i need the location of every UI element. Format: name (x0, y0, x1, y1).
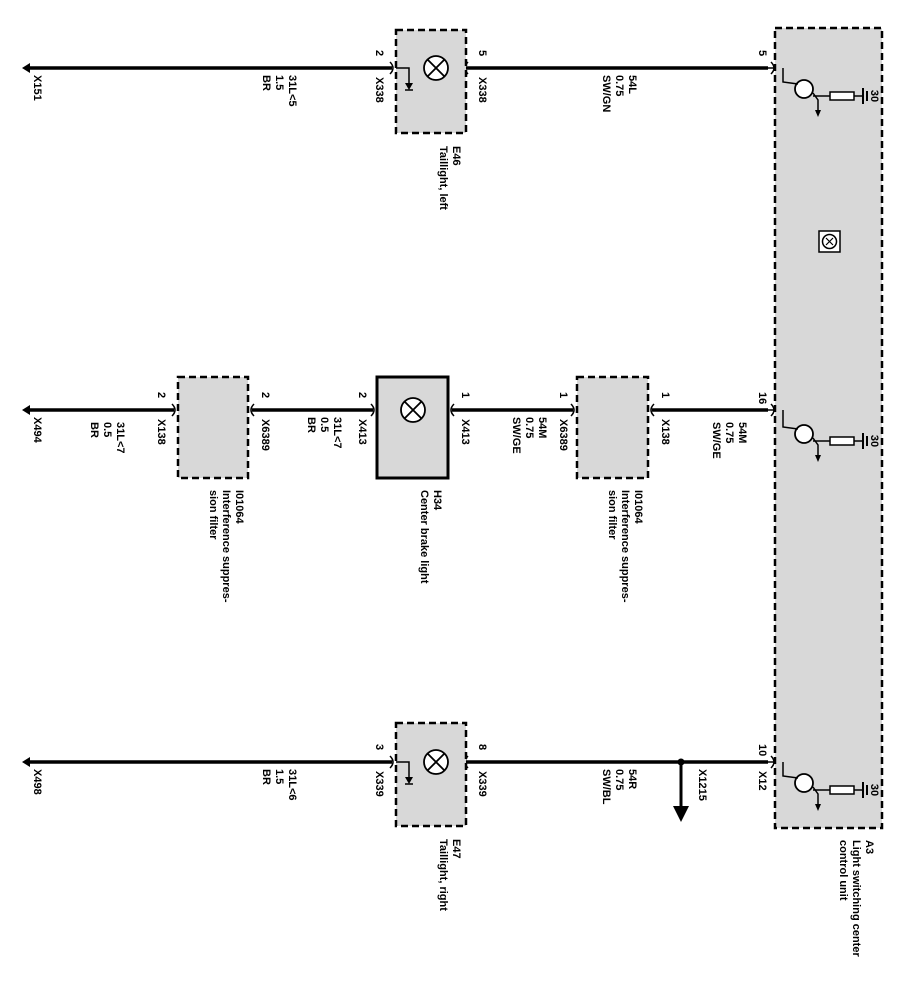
filter-1-pin-in: 2 (155, 392, 167, 398)
filter-1-conn-out: X6389 (259, 419, 271, 451)
wire-d-color: SW/GE (710, 422, 722, 459)
comp-name-left: Taillight, left (437, 146, 449, 210)
terminal-arrow-icon (22, 405, 30, 415)
comp-id-left: E46 (450, 146, 462, 166)
wire-num-right-in: 31L<6 (286, 769, 298, 801)
lamp-pin-in: 2 (356, 392, 368, 398)
wire-a-num: 31L<7 (114, 422, 126, 454)
lamp-icon (423, 749, 449, 775)
filter-2-id: I01064 (632, 490, 644, 525)
terminal-arrow-icon (22, 63, 30, 73)
line-center: X494 31L<7 0.5 BR 2 X138 2 X6389 I01064 … (22, 375, 776, 603)
unit-pin-left: 5 (756, 50, 768, 56)
wire-color-left-in: BR (260, 75, 272, 91)
wire-num-right-out: 54R (626, 769, 638, 789)
filter-1-name-line2: sion filter (207, 490, 219, 540)
output-stage-left: 30 (782, 68, 880, 117)
lamp-pin-out: 1 (459, 392, 471, 398)
wire-size-right-in: 1.5 (273, 769, 285, 784)
taillight-right-box (394, 721, 468, 828)
filter-2-name-line1: Interference suppres- (619, 490, 631, 603)
control-unit-id: A3 (863, 840, 875, 854)
pin-left-in: 2 (373, 50, 385, 56)
wire-color-left-out: SW/GN (600, 75, 612, 112)
filter-2-name-line2: sion filter (606, 490, 618, 540)
comp-name-right: Taillight, right (437, 839, 449, 911)
unit-pin-center: 16 (756, 392, 768, 404)
conn-right-in: X339 (373, 771, 385, 797)
wire-color-right-out: SW/BL (600, 769, 612, 805)
lamp-conn-in: X413 (356, 419, 368, 445)
wire-color-right-in: BR (260, 769, 272, 785)
wire-c-color: SW/GE (510, 417, 522, 454)
unit-pin-right: 10 (756, 744, 768, 756)
center-brake-light-box (375, 375, 450, 480)
wire-c-size: 0.75 (523, 417, 535, 438)
conn-left-in: X338 (373, 77, 385, 103)
wire-size-left-in: 1.5 (273, 75, 285, 90)
conn-right-out: X339 (476, 771, 488, 797)
filter-2-conn-out: X138 (659, 419, 671, 445)
end-connector-left: X151 (31, 75, 43, 101)
pin-left-out: 5 (476, 50, 488, 56)
filter-1-pin-out: 2 (259, 392, 271, 398)
splice-arrow-icon (673, 806, 689, 822)
line-right: X498 31L<6 1.5 BR 3 X339 8 X339 54R 0.75… (22, 721, 776, 911)
terminal-arrow-icon (22, 757, 30, 767)
wire-size-left-out: 0.75 (613, 75, 625, 96)
control-unit-name-line1: Light switching center (850, 840, 862, 957)
lamp-icon (423, 55, 449, 81)
wire-b-size: 0.5 (318, 417, 330, 432)
wire-c-num: 54M (536, 417, 548, 438)
wire-num-left-out: 54L (626, 75, 638, 94)
wire-num-left-in: 31L<5 (286, 75, 298, 107)
pin-right-in: 3 (373, 744, 385, 750)
control-unit-symbol-icon (818, 230, 841, 253)
filter-2-box (575, 375, 650, 480)
line-left: X151 31L<5 1.5 BR 2 X338 5 X338 54L 0.75… (22, 28, 776, 210)
wire-d-num: 54M (736, 422, 748, 443)
wire-a-color: BR (88, 422, 100, 438)
lamp-conn-out: X413 (459, 419, 471, 445)
output-stage-right: 30 (782, 762, 880, 811)
wire-a-size: 0.5 (101, 422, 113, 437)
lamp-id: H34 (431, 490, 443, 511)
filter-1-box (176, 375, 250, 480)
wire-d-size: 0.75 (723, 422, 735, 443)
taillight-left-box (394, 28, 468, 135)
resistor-label-right: 30 (868, 784, 880, 796)
filter-2-pin-in: 1 (557, 392, 569, 398)
filter-1-conn-in: X138 (155, 419, 167, 445)
comp-id-right: E47 (450, 839, 462, 859)
output-stage-center: 30 (782, 410, 880, 462)
filter-2-pin-out: 1 (659, 392, 671, 398)
filter-1-name-line1: Interference suppres- (220, 490, 232, 603)
conn-left-out: X338 (476, 77, 488, 103)
end-connector-center: X494 (31, 417, 43, 444)
filter-1-id: I01064 (233, 490, 245, 525)
unit-conn-right: X12 (756, 771, 768, 791)
resistor-label-left: 30 (868, 90, 880, 102)
wire-size-right-out: 0.75 (613, 769, 625, 790)
filter-2-conn-in: X6389 (557, 419, 569, 451)
lamp-icon (400, 397, 426, 423)
pin-right-out: 8 (476, 744, 488, 750)
wire-b-color: BR (305, 417, 317, 433)
resistor-label-center: 30 (868, 435, 880, 447)
control-unit-name-line2: control unit (837, 840, 849, 901)
end-connector-right: X498 (31, 769, 43, 795)
wire-b-num: 31L<7 (331, 417, 343, 449)
lamp-name: Center brake light (418, 490, 430, 584)
splice-connector: X1215 (696, 769, 708, 801)
